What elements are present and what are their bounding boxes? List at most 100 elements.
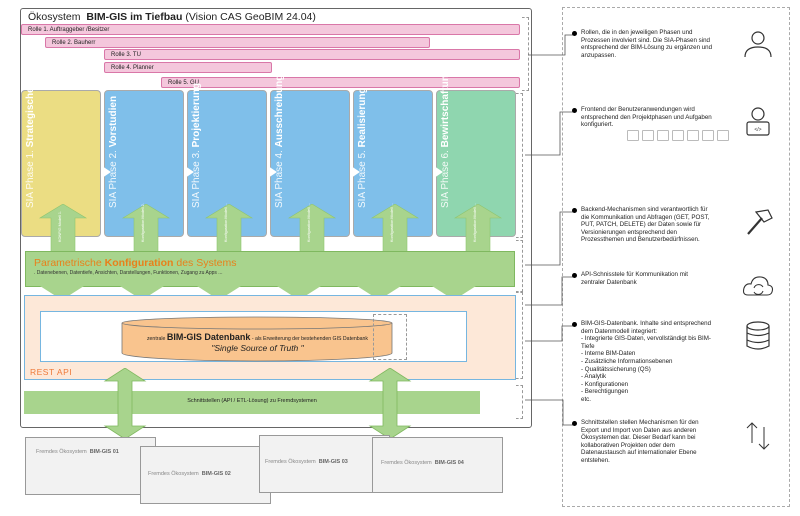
phase-name: Vorstudien [108, 95, 119, 148]
role-bar-1: Rolle 1. Auftraggeber /Besitzer [21, 24, 520, 35]
note-line: entsprechend den Projektphasen und Aufga… [581, 113, 712, 121]
double-arrow-left [103, 368, 147, 440]
parametric-configuration-bar: Parametrische Konfiguration des Systems … [25, 251, 515, 287]
unlock-icon [702, 130, 714, 141]
role-label: Rolle 4. Planner [111, 65, 154, 71]
foreign-system-3: Fremdes Ökosystem BIM-GIS 03 [259, 435, 390, 493]
note-line: PUT, PATCH, DELETE) der Daten sowie für [581, 221, 702, 229]
legend-note-1: Rollen, die in den jeweiligen Phasen und… [581, 29, 731, 59]
config-up-arrow-4 [287, 204, 337, 252]
database-tagline: "Single Source of Truth " [211, 343, 304, 353]
connector-lines [525, 34, 574, 426]
code-window-icon [642, 130, 654, 141]
note-line: - Zusätzliche Informationsebenen [581, 357, 673, 365]
role-label: Rolle 1. Auftraggeber /Besitzer [28, 27, 110, 33]
phase-name: Strategische Planung [25, 45, 36, 148]
config-model-label: Konfiguration Modell ... [390, 203, 394, 242]
legend-note-6: Schnittstellen stellen Mechanismen für d… [581, 419, 731, 465]
bullet-dot-icon [572, 108, 577, 113]
config-down-arrow-5 [357, 286, 401, 300]
config-down-arrows [40, 286, 476, 300]
phase-label: SIA Phase 6. Bewirtschaftung [440, 68, 451, 208]
note-line: - Berechtigungen [581, 388, 629, 396]
note-line: - Integrierte GIS-Daten, vervollständigt… [581, 335, 711, 343]
rest-api-label: REST API [30, 367, 73, 377]
phase-label: SIA Phase 5. Realisierung [357, 68, 368, 208]
roles-bracket [522, 17, 529, 91]
phase-label: SIA Phase 4. Ausschreibung [274, 68, 285, 208]
role-bar-2: Rolle 2. Bauherr [45, 37, 430, 48]
note-line: Prozessthemen und Benutzerbedürfnissen. [581, 236, 700, 244]
database-cylinder [121, 316, 393, 362]
hammer-icon [747, 209, 773, 235]
role-label: Rolle 3. TU [111, 52, 141, 58]
interfaces-bar: Schnittstellen (API / ETL-Lösung) zu Fre… [24, 391, 480, 414]
interfaces-label: Schnittstellen (API / ETL-Lösung) zu Fre… [187, 398, 317, 404]
note-line: Backend-Mechanismen sind verantwortlich … [581, 206, 708, 213]
database-icon [746, 321, 770, 350]
role-bar-5: Rolle 5. GU [161, 77, 520, 88]
note-line: etc. [581, 395, 591, 403]
config-up-arrow-3 [204, 204, 254, 252]
phase-flow-arrow-icon [102, 166, 111, 178]
phase-number: SIA Phase 3. [191, 150, 202, 208]
note-line: - Qualitätssicherung (QS) [581, 365, 651, 373]
phase-flow-arrow-icon [434, 166, 443, 178]
ecosystem-frame [20, 8, 532, 428]
note-line: entstehen. [581, 456, 610, 464]
config-down-arrow-3 [197, 286, 241, 300]
note-line: anzupassen. [581, 51, 617, 59]
config-up-arrow-6 [453, 204, 503, 252]
phase-flow-arrow-icon [268, 166, 277, 178]
note-line: - Analytik [581, 373, 607, 381]
role-label: Rolle 5. GU [168, 80, 200, 86]
note-line: entsprechend der BIM-Lösung zu ergänzen … [581, 44, 713, 52]
note-line: - Konfigurationen [581, 380, 629, 388]
note-line: Export und Import von Daten aus anderen [581, 426, 697, 434]
bullet-dot-icon [572, 273, 577, 278]
config-title: Parametrische Konfiguration des Systems [34, 257, 237, 269]
map-icon [717, 130, 729, 141]
note-line: Frontend der Benutzeranwendungen wird [581, 106, 695, 113]
rest-bracket [516, 292, 523, 379]
phase-label: SIA Phase 1. Strategische Planung [25, 45, 36, 208]
role-bar-3: Rolle 3. TU [104, 49, 520, 60]
bullet-dot-icon [572, 421, 577, 426]
database-highlight-bracket [373, 314, 407, 360]
interfaces-bracket [516, 385, 523, 419]
foreign-system-4: Fremdes Ökosystem BIM-GIS 04 [372, 437, 503, 493]
title-prefix: Ökosystem [28, 11, 81, 23]
bullet-dot-icon [572, 322, 577, 327]
note-line: - Interne BIM-Daten [581, 350, 636, 358]
phase-label: SIA Phase 2. Vorstudien [108, 68, 119, 208]
config-down-arrow-2 [120, 286, 164, 300]
title-bold: BIM-GIS im Tiefbau [86, 11, 183, 23]
bullet-dot-icon [572, 31, 577, 36]
role-label: Rolle 2. Bauherr [52, 40, 96, 46]
phase-flow-arrow-icon [351, 166, 360, 178]
legend-panel [562, 7, 790, 507]
phases-bracket [516, 93, 523, 238]
config-up-arrow-1 [38, 204, 88, 252]
diagram-title: Ökosystem BIM-GIS im Tiefbau (Vision CAS… [28, 11, 316, 23]
note-line: kollaborativen Projekten oder dem [581, 441, 675, 449]
title-suffix: (Vision CAS GeoBIM 24.04) [185, 11, 316, 23]
note-line: API-Schnisstele für Kommunikation mit [581, 271, 688, 278]
config-down-arrow-6 [432, 286, 476, 300]
note-line: Rollen, die in den jeweiligen Phasen und [581, 29, 693, 36]
phase-number: SIA Phase 6. [440, 150, 451, 208]
cloud-sync-icon [742, 276, 774, 296]
note-line: konfiguriert. [581, 121, 614, 129]
gears-icon [672, 130, 684, 141]
config-down-arrow-4 [277, 286, 321, 300]
legend-note-5: BIM-GIS-Datenbank. Inhalte sind entsprec… [581, 320, 731, 404]
note-line: Ökosystemen dar. Dieser Bedarf kann bei [581, 434, 696, 442]
note-line: Datenaustausch auf internationaler Ebene [581, 449, 697, 457]
config-model-label: Konfiguration Modell ... [307, 203, 311, 242]
note-line: Versionierungen entsprechend den [581, 228, 677, 236]
config-model-label: KONFIG Modell 1. [58, 210, 62, 242]
phase-label: SIA Phase 3. Projektierung [191, 68, 202, 208]
mobile-app-icon [627, 130, 639, 141]
